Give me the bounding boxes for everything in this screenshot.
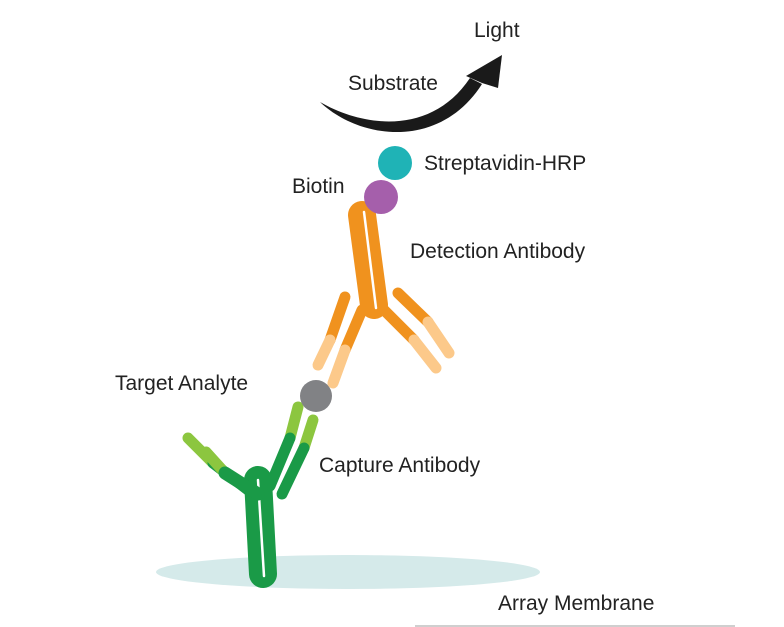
label-streptavidin-hrp: Streptavidin-HRP xyxy=(424,152,587,175)
label-light: Light xyxy=(474,19,520,42)
substrate-arrow xyxy=(320,55,502,133)
target-analyte-shape xyxy=(300,380,332,412)
capture-antibody-shape xyxy=(182,401,319,588)
label-detection-antibody: Detection Antibody xyxy=(410,240,586,263)
detection-antibody-shape xyxy=(312,201,455,389)
label-biotin: Biotin xyxy=(292,175,345,198)
label-capture-antibody: Capture Antibody xyxy=(319,454,481,477)
label-array-membrane: Array Membrane xyxy=(498,592,655,615)
streptavidin-hrp-shape xyxy=(378,146,412,180)
label-substrate: Substrate xyxy=(348,72,438,95)
array-membrane-shape xyxy=(156,555,540,589)
biotin-shape xyxy=(364,180,398,214)
label-target-analyte: Target Analyte xyxy=(115,372,249,395)
